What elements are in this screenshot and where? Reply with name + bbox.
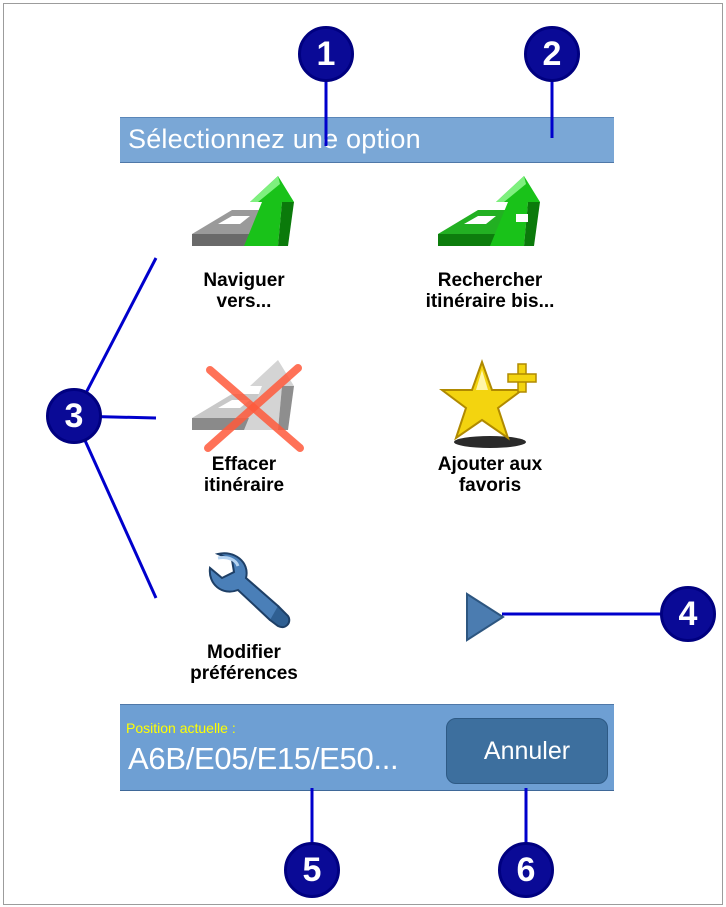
navigate-to-label: Naviguer vers...	[203, 270, 285, 312]
clear-route-icon	[192, 360, 304, 452]
callout-2: 2	[524, 26, 580, 82]
cancel-button[interactable]: Annuler	[446, 718, 608, 784]
callout-4: 4	[660, 586, 716, 642]
callout-1: 1	[298, 26, 354, 82]
triangle-right-icon[interactable]	[465, 592, 505, 642]
screen-frame: Sélectionnez une option Naviguer vers...…	[3, 3, 723, 905]
current-position-value: A6B/E05/E15/E50...	[128, 741, 399, 776]
modify-preferences-label: Modifier préférences	[190, 642, 298, 684]
footer-bar: Position actuelle : A6B/E05/E15/E50... A…	[120, 704, 614, 791]
clear-route-label: Effacer itinéraire	[203, 454, 285, 496]
header-title: Sélectionnez une option	[128, 124, 421, 154]
header-bar: Sélectionnez une option	[120, 117, 614, 163]
callout-3: 3	[46, 388, 102, 444]
detour-route-icon	[438, 176, 540, 246]
find-detour-label: Rechercher itinéraire bis...	[425, 270, 555, 312]
find-detour-button[interactable]: Rechercher itinéraire bis...	[390, 172, 590, 312]
clear-route-button[interactable]: Effacer itinéraire	[144, 356, 344, 496]
modify-preferences-button[interactable]: Modifier préférences	[144, 544, 344, 684]
add-favorites-label: Ajouter aux favoris	[437, 454, 543, 496]
star-plus-icon	[439, 359, 537, 448]
current-position-label: Position actuelle :	[126, 720, 236, 736]
wrench-icon	[208, 552, 291, 628]
callout-lines	[72, 64, 664, 844]
callout-5: 5	[284, 842, 340, 898]
add-favorites-button[interactable]: Ajouter aux favoris	[390, 356, 590, 496]
navigate-icon	[192, 176, 294, 246]
callout-6: 6	[498, 842, 554, 898]
cancel-button-label: Annuler	[483, 736, 571, 765]
navigate-to-button[interactable]: Naviguer vers...	[144, 172, 344, 312]
